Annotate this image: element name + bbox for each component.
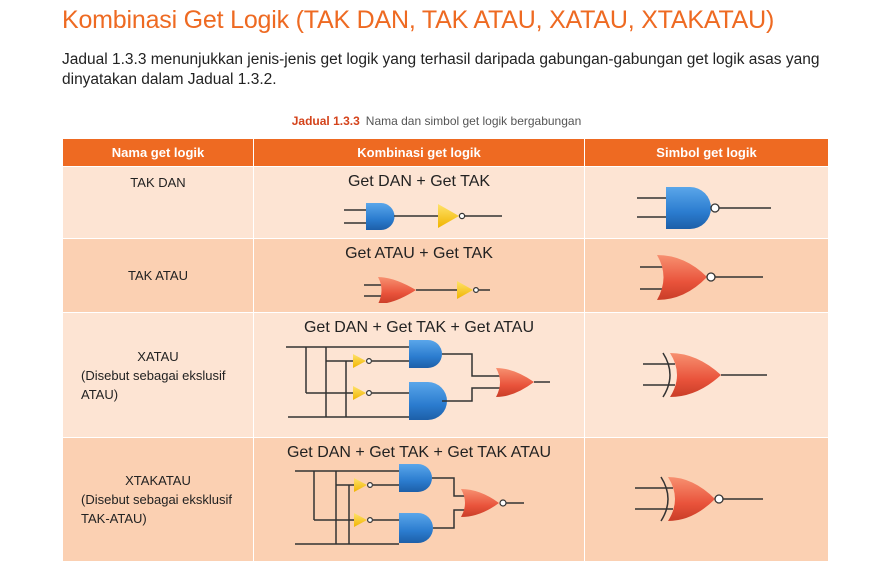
combination-label: Get DAN + Get TAK + Get ATAU [303,319,534,336]
combination-cell: Get DAN + Get TAK + Get TAK ATAU [253,437,585,562]
logic-gate-table: Nama get logik Kombinasi get logik Simbo… [62,139,829,562]
symbol-cell [584,312,829,438]
symbol-cell [584,437,829,562]
gate-name-cell: XATAU (Disebut sebagai ekslusif ATAU) [62,312,254,438]
gate-name: XTAKATAU [125,473,191,488]
symbol-cell [584,238,829,313]
or-not-circuit-icon [364,277,490,303]
combination-label: Get DAN + Get TAK + Get TAK ATAU [286,444,552,461]
gate-name-cell: XTAKATAU (Disebut sebagai eksklusif TAK-… [62,437,254,562]
intro-paragraph: Jadual 1.3.3 menunjukkan jenis-jenis get… [62,51,820,88]
xor-gate-icon [643,352,767,398]
table-header-row: Nama get logik Kombinasi get logik Simbo… [62,139,829,167]
combination-cell: Get DAN + Get TAK + Get ATAU [253,312,585,438]
header-symbol: Simbol get logik [584,139,829,167]
and-not-circuit-icon [344,203,502,230]
xnor-gate-icon [635,476,763,522]
header-combination: Kombinasi get logik [253,139,585,167]
nor-gate-icon [640,255,763,300]
xor-circuit-icon [286,340,550,420]
gate-name-cell: TAK ATAU [62,238,254,313]
table-row: XATAU (Disebut sebagai ekslusif ATAU) Ge… [62,312,829,438]
combination-cell: Get DAN + Get TAK [253,166,585,239]
gate-name: TAK ATAU [128,268,188,283]
xnor-circuit-icon [295,464,524,545]
gate-note: (Disebut sebagai ekslusif ATAU) [81,368,226,402]
header-gate-name: Nama get logik [62,139,254,167]
gate-name-cell: TAK DAN [62,166,254,239]
table-row: TAK DAN Get DAN + Get TAK [62,166,829,239]
gate-name: XATAU [137,349,179,364]
table-row: XTAKATAU (Disebut sebagai eksklusif TAK-… [62,437,829,562]
page-heading: Kombinasi Get Logik (TAK DAN, TAK ATAU, … [62,6,775,34]
gate-name: TAK DAN [130,175,186,190]
combination-label: Get ATAU + Get TAK [345,245,493,262]
nand-gate-icon [637,187,771,229]
symbol-cell [584,166,829,239]
combination-label: Get DAN + Get TAK [347,173,491,190]
table-caption: Jadual 1.3.3 Nama dan simbol get logik be… [0,114,873,128]
gate-note: (Disebut sebagai eksklusif TAK-ATAU) [81,492,233,526]
caption-number: Jadual 1.3.3 [291,114,360,128]
caption-text: Nama dan simbol get logik bergabungan [365,114,582,128]
table-row: TAK ATAU Get ATAU + Get TAK [62,238,829,313]
combination-cell: Get ATAU + Get TAK [253,238,585,313]
